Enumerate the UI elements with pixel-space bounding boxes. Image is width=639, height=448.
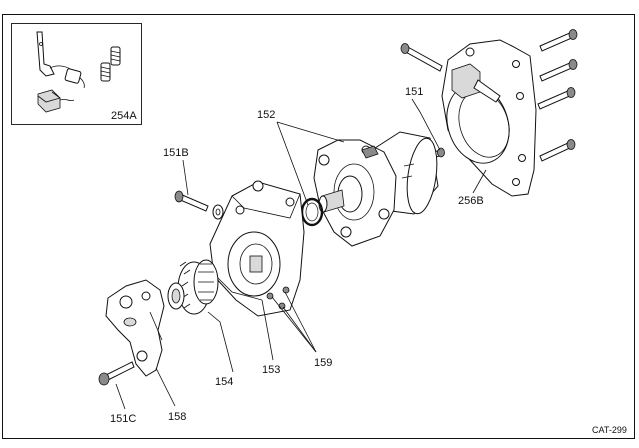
inset-254a: 254A (11, 23, 142, 125)
callout-151: 151 (405, 86, 423, 98)
bolt-151b (174, 190, 209, 212)
inset-spring-1 (110, 46, 121, 66)
callout-151c: 151C (110, 413, 136, 425)
callout-158: 158 (168, 411, 186, 423)
inset-box (11, 23, 142, 125)
washer-151b (212, 204, 224, 220)
bolt-151c (98, 361, 135, 386)
bolt-top-left (400, 43, 443, 72)
bolt-right-2 (539, 59, 578, 82)
starter-motor (313, 131, 439, 247)
leader-lines (115, 98, 487, 410)
lever-cover (105, 279, 165, 377)
drive-gear (167, 259, 219, 315)
callout-153: 153 (262, 364, 280, 376)
callout-256b: 256B (458, 195, 484, 207)
callout-254a: 254A (111, 110, 137, 122)
inset-bracket (36, 31, 55, 77)
callout-159: 159 (314, 357, 332, 369)
callout-151b: 151B (163, 147, 189, 159)
gear-housing (209, 180, 305, 317)
bolt-right-4 (539, 139, 576, 162)
bolt-right-3 (537, 87, 576, 110)
inset-spring-2 (100, 62, 111, 82)
bolt-right-1 (539, 29, 578, 52)
diagram-border (2, 14, 635, 439)
catalog-number: CAT-299 (592, 425, 627, 435)
mounting-bracket-256b (441, 39, 537, 197)
callout-154: 154 (215, 376, 233, 388)
callout-152: 152 (257, 109, 275, 121)
